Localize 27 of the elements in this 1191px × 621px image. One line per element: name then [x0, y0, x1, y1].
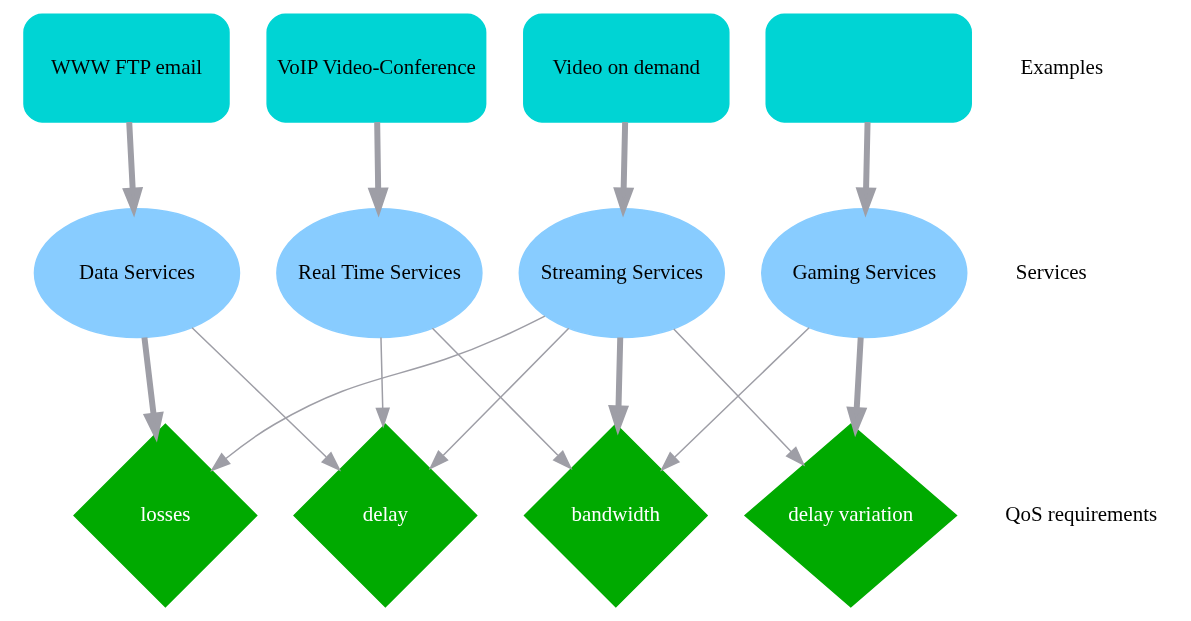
label: QoS requirements — [1004, 502, 1157, 527]
arrow — [140, 337, 164, 443]
arrow — [612, 122, 634, 218]
node-ellipse: Data Services — [33, 208, 240, 339]
arrow — [607, 337, 629, 436]
node-diamond: bandwidth — [522, 423, 708, 608]
node-ellipse: Gaming Services — [760, 208, 967, 339]
node-ellipse: Streaming Services — [518, 208, 725, 339]
node-box — [764, 13, 972, 123]
node-diamond: delay variation — [743, 423, 958, 608]
node-ellipse: Real Time Services — [275, 208, 483, 339]
arrow — [209, 315, 546, 472]
arrow — [672, 328, 805, 467]
node-box: VoIP Video-Conference — [265, 13, 486, 123]
arrow — [659, 326, 810, 472]
arrow — [855, 122, 877, 218]
arrow — [121, 121, 143, 218]
label: Examples — [1019, 54, 1103, 79]
arrow — [845, 337, 867, 438]
label: Services — [1015, 259, 1087, 284]
arrow — [190, 326, 341, 472]
node-diamond: losses — [72, 423, 258, 608]
node-box: Video on demand — [522, 13, 730, 123]
node-diamond: delay — [292, 423, 478, 608]
arrow — [367, 122, 389, 218]
node-box: WWW FTP email — [22, 13, 230, 123]
arrow — [374, 336, 390, 429]
